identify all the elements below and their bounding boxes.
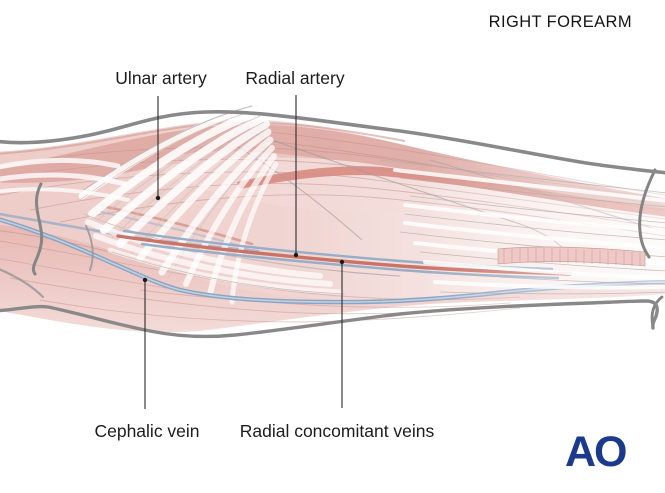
lower-muscle-belly (0, 224, 665, 333)
label-radial-concomitant-veins: Radial concomitant veins (239, 421, 435, 441)
left-lower-crease-line (0, 268, 45, 299)
left-tendon-fan (0, 157, 130, 202)
skin-outline (0, 109, 665, 339)
lower-tendon-ribbon (83, 213, 345, 295)
bottom-skin-outline (0, 299, 659, 339)
elbow-crease-small-line (85, 225, 94, 271)
label-radial-artery: Radial artery (245, 68, 345, 88)
view-title: RIGHT FOREARM (488, 13, 632, 31)
ulnar-vein-path (96, 210, 249, 249)
radial-artery-leader-dot (293, 252, 299, 258)
ao-logo: AO (565, 428, 626, 476)
radial-concomitant-veins-leader-dot (339, 259, 345, 265)
leader-lines (142, 95, 345, 409)
cephalic-vein-leader-dot (142, 277, 148, 283)
elbow-crease-line (31, 182, 44, 276)
pronator-hatch-lines (503, 248, 641, 266)
wrist-crease-line (638, 168, 657, 259)
label-ulnar-artery: Ulnar artery (115, 68, 207, 88)
label-cephalic-vein: Cephalic vein (94, 421, 200, 441)
ulnar-artery-path (100, 204, 254, 246)
pronator-band (497, 246, 646, 267)
ulnar-artery-leader-dot (155, 195, 161, 201)
top-skin-outline (0, 109, 665, 175)
